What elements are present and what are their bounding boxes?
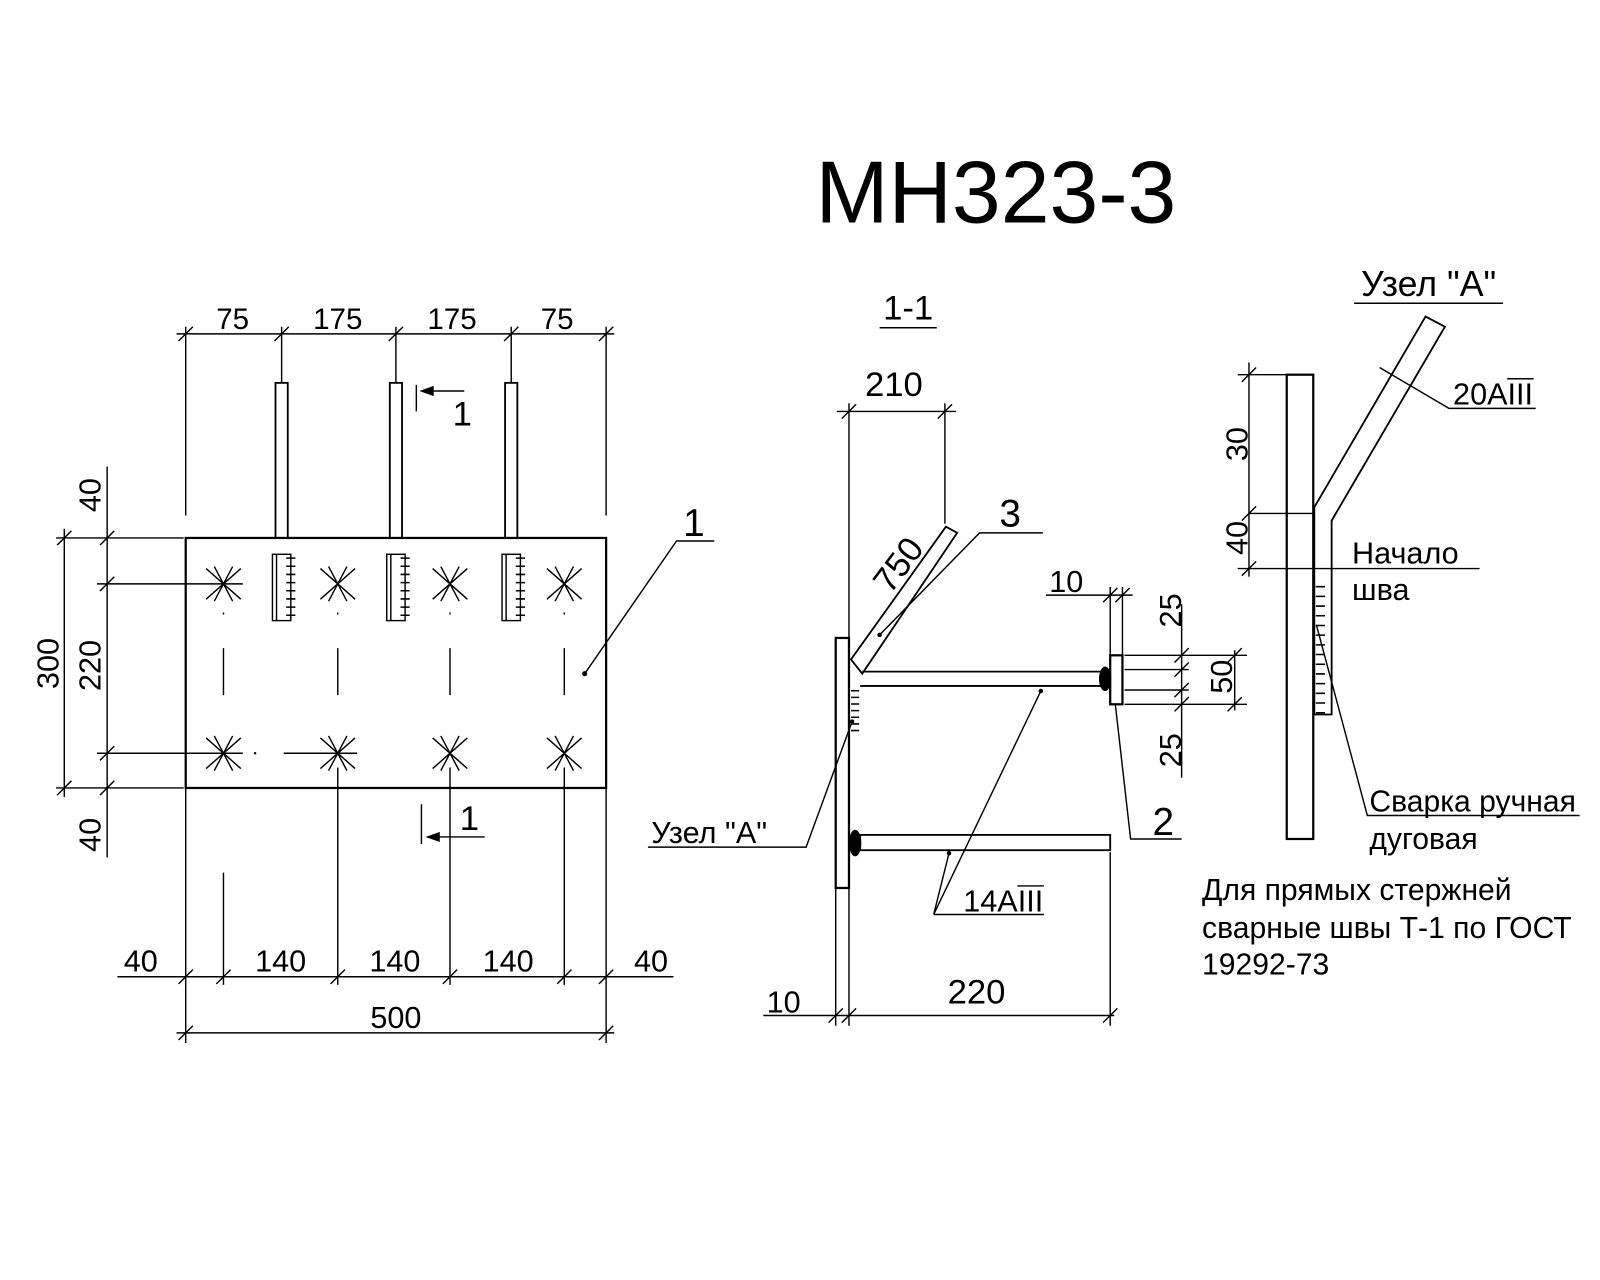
upper-rod [860, 670, 1103, 687]
extension-lines-right [1124, 654, 1247, 706]
weld-start-line-2: шва [1352, 573, 1410, 607]
bent-rod [1313, 315, 1447, 716]
dim-ticks-right-inner [1227, 647, 1243, 712]
note-line-3: 19292-73 [1202, 949, 1329, 982]
dim-top-4: 75 [541, 303, 574, 336]
detail-view: Узел "А" 30 40 20АIII Начало шва Сварка … [1220, 264, 1580, 856]
extension-lines-bottom [185, 767, 607, 1044]
dim-detail-upper: 30 [1220, 427, 1254, 461]
dim-ticks-bottom [178, 969, 614, 985]
section-view: 1-1 210 750 3 10 25 50 25 [647, 290, 1247, 1026]
dim-ticks-detail [1241, 367, 1257, 577]
leader-line-3 [879, 532, 1043, 636]
extension-lines-top [185, 326, 607, 516]
node-leader-line [647, 721, 853, 848]
dim-bottom-1: 40 [124, 945, 158, 979]
section-mark-top: 1 [415, 384, 472, 434]
weld-outline [386, 553, 406, 622]
section-plate [834, 636, 851, 890]
dim-ticks-right-outer [1173, 647, 1190, 712]
dim-left-top: 40 [74, 478, 108, 512]
rod-weld [386, 553, 410, 622]
rebar-class: III [1018, 884, 1044, 918]
end-weld [1098, 666, 1112, 692]
note-line-1: Для прямых стержней [1202, 874, 1512, 907]
dim-bottom-3: 140 [369, 945, 420, 979]
section-mark-bottom: 1 [420, 800, 485, 845]
weld-type-line-1: Сварка ручная [1369, 785, 1576, 818]
dim-left-overall: 300 [32, 638, 66, 689]
detail-rebar-leader [1379, 366, 1536, 410]
weld-type-line-2: дуговая [1369, 823, 1477, 856]
dim-top-3: 175 [427, 303, 476, 336]
dim-ticks-section-bottom [828, 1007, 1118, 1024]
plan-view: 75 175 175 75 40 300 220 40 40 140 140 1… [32, 303, 715, 1044]
rebar-spec-label: 14АIII [963, 884, 1043, 918]
dim-ticks-210 [841, 403, 953, 420]
notes: Для прямых стержней сварные швы Т-1 по Г… [1202, 874, 1572, 981]
position-2-label: 2 [1152, 801, 1174, 844]
lower-rod-weld [848, 829, 862, 857]
dim-end-plate: 10 [1049, 565, 1083, 599]
leader-dot [946, 851, 952, 856]
rod-weld [501, 553, 525, 622]
drawing-title: МН323-3 [815, 144, 1176, 242]
detail-rebar-spec: 20АIII [1453, 377, 1533, 411]
position-leader-1: 1 [582, 502, 715, 677]
dim-ticks-total [178, 1025, 614, 1041]
weld-start-line-1: Начало [1352, 536, 1459, 570]
dim-left-bottom: 40 [74, 818, 108, 852]
extension-lines-210 [848, 403, 946, 638]
dim-right-top: 25 [1154, 593, 1188, 627]
detail-rebar-diameter: 20А [1453, 377, 1508, 411]
extension-lines-10 [1109, 586, 1124, 656]
dim-width-210: 210 [865, 366, 923, 404]
dim-right-middle: 50 [1205, 660, 1239, 694]
dim-bottom-4: 140 [483, 945, 534, 979]
detail-plate [1285, 373, 1315, 841]
extension-lines-section-bottom [835, 852, 1111, 1026]
dim-bottom-5: 40 [634, 945, 668, 979]
leader-line-2 [1114, 704, 1182, 840]
dim-total-width: 500 [370, 1001, 421, 1035]
weld-outline [501, 553, 522, 622]
centerline-dot [253, 752, 257, 755]
section-arrow-head [425, 831, 440, 843]
dim-right-bottom: 25 [1154, 733, 1188, 767]
dim-detail-lower: 40 [1220, 521, 1254, 555]
detail-title: Узел "А" [1361, 264, 1496, 304]
dim-ticks-10-top [1102, 587, 1131, 603]
note-line-2: сварные швы Т-1 по ГОСТ [1202, 912, 1572, 945]
position-label: 1 [683, 502, 705, 545]
weld-type-leader [1315, 624, 1580, 817]
dim-plate-thickness: 10 [767, 985, 801, 1019]
dim-top-1: 75 [216, 303, 249, 336]
rebar-leader-lines [932, 690, 1044, 916]
dim-top-2: 175 [313, 303, 362, 336]
detail-rebar-class: III [1508, 377, 1534, 411]
section-arrow-head [419, 385, 434, 397]
dim-bottom-2: 140 [255, 945, 306, 979]
rebar-diameter: 14А [963, 884, 1018, 918]
extension-lines-left [56, 537, 243, 789]
section-mark-label: 1 [453, 396, 472, 434]
section-title: 1-1 [883, 290, 933, 328]
section-mark-label: 1 [460, 800, 479, 838]
dim-rod-length: 220 [948, 973, 1006, 1011]
position-3-label: 3 [999, 493, 1021, 536]
dim-left-inner: 220 [74, 640, 108, 691]
leader-line [584, 540, 715, 675]
end-plate [1109, 654, 1124, 706]
weld-outline [271, 553, 292, 622]
node-label: Узел "А" [651, 816, 767, 850]
inclined-rod [849, 525, 959, 676]
rod-weld [271, 553, 296, 622]
extension-lines-detail [1237, 373, 1480, 570]
